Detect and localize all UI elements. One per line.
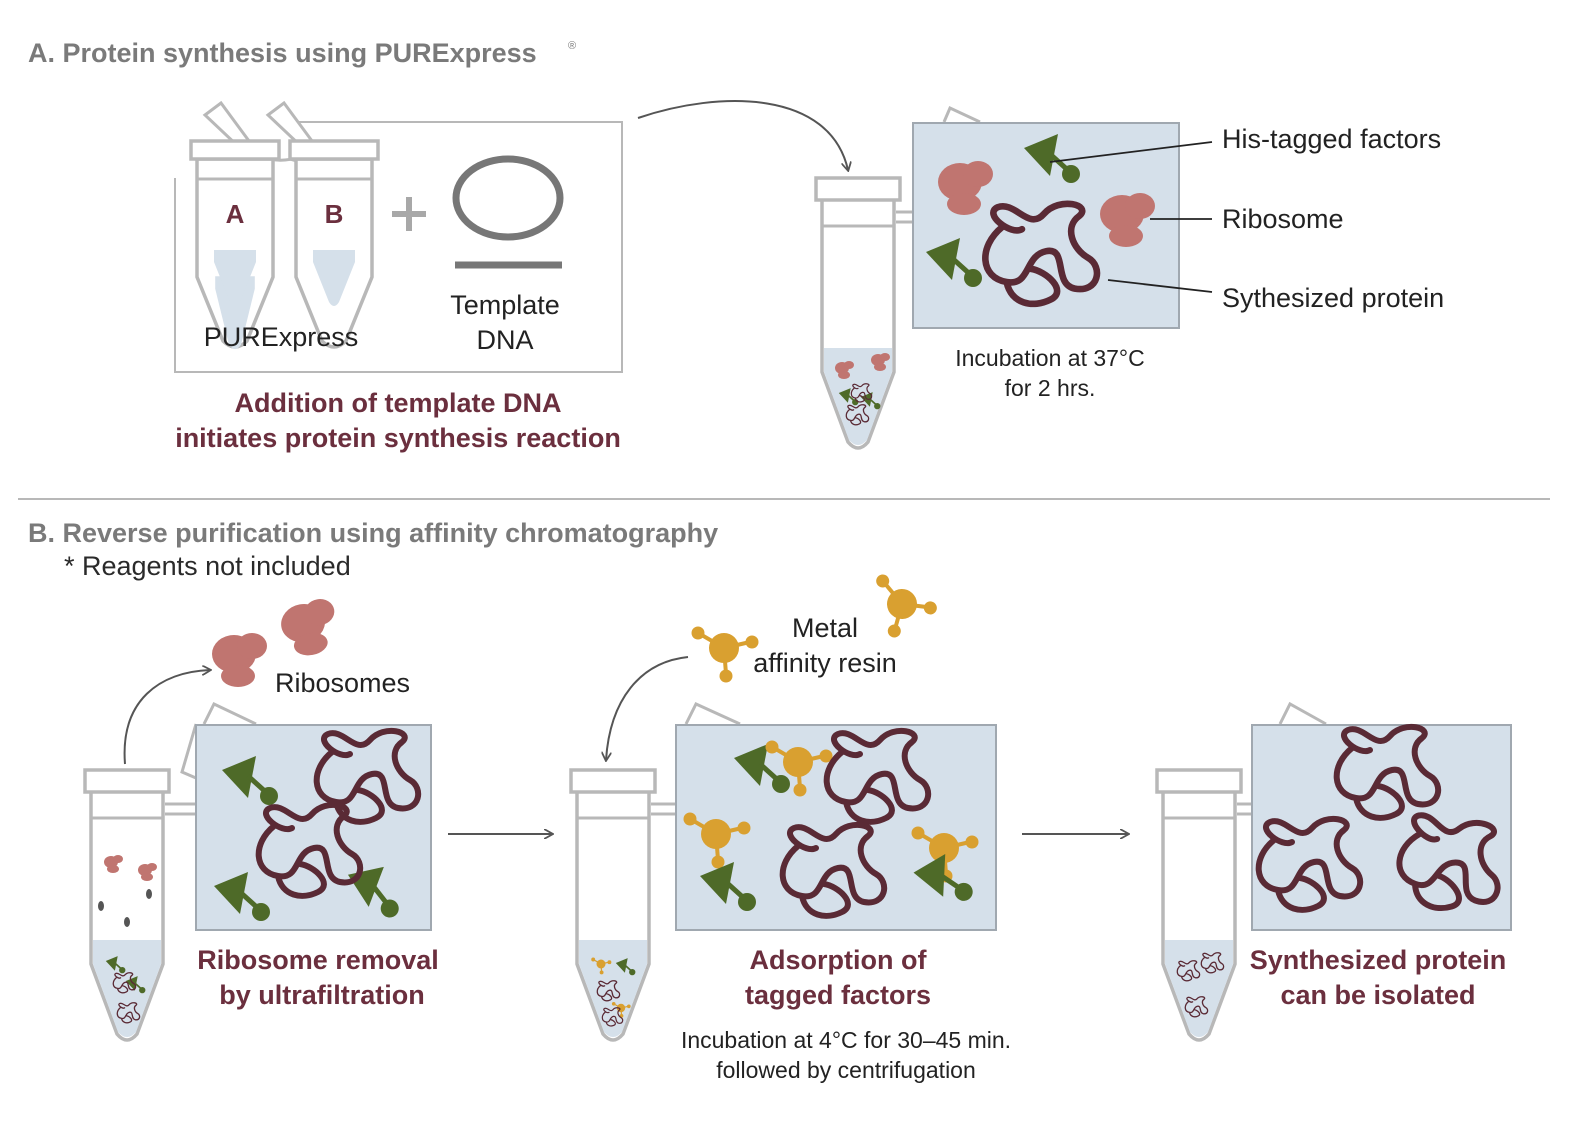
metal-resin-icon [857,570,944,651]
template-dna-label-line2: DNA [476,325,533,355]
callout-line-his [1049,141,1213,163]
callout-synthesized-protein: Sythesized protein [1222,283,1444,313]
reaction-arrow [637,100,848,170]
step3-caption-line1: Synthesized protein [1250,945,1507,975]
reagents-note: * Reagents not included [64,551,351,581]
ribosome-removal-arrow [123,670,210,765]
step2-incubation-line1: Incubation at 4°C for 30–45 min. [681,1027,1011,1053]
plasmid-dna-icon [452,155,564,241]
step2-incubation-line2: followed by centrifugation [716,1057,976,1083]
callout-ribosome: Ribosome [1222,204,1344,234]
ribosomes-label: Ribosomes [275,668,410,698]
section-a-title: A. Protein synthesis using PURExpress [28,38,537,68]
section-a-caption-line1: Addition of template DNA [235,388,562,418]
step1-tube-hinge [165,802,195,816]
resin-label-line2: affinity resin [753,648,897,678]
step1-tube [83,768,171,1042]
step3-tube [1155,768,1243,1042]
tube-a-letter: A [226,199,245,229]
step3-tube-hinge [1237,802,1252,816]
step2-tube [569,768,657,1042]
callout-line-protein [1107,279,1213,293]
reaction-tube [814,176,902,450]
callout-his-tagged-factors: His-tagged factors [1222,124,1441,154]
template-dna-label-line1: Template [450,290,560,320]
section-a-caption-line2: initiates protein synthesis reaction [175,423,621,453]
purexpress-label: PURExpress [204,322,359,352]
resin-addition-arrow [606,656,689,760]
step3-tube-cap-tab [1278,701,1327,726]
tube-b-liquid [313,250,355,306]
step3-caption-line2: can be isolated [1280,980,1475,1010]
step2-tube-cap-tab [684,702,741,726]
step2-tube-hinge [651,802,676,816]
ribosome-icon [212,633,267,687]
section-b-title: B. Reverse purification using affinity c… [28,518,718,548]
incubation-37-line2: for 2 hrs. [1005,375,1096,401]
step1-caption-line2: by ultrafiltration [219,980,425,1010]
trademark-symbol: ® [568,40,576,52]
step1-caption-line1: Ribosome removal [197,945,439,975]
tube-a-liquid [214,250,256,306]
incubation-37-line1: Incubation at 37°C [955,345,1145,371]
step2-caption-line2: tagged factors [745,980,931,1010]
tube-b [265,100,380,349]
reaction-tube-hinge [896,210,912,224]
step1-tube-cap-tab [180,702,257,780]
reaction-tube-cap-tab [942,105,981,124]
ribosome-icon [277,596,342,660]
step2-caption-line1: Adsorption of [750,945,928,975]
resin-label-line1: Metal [792,613,858,643]
metal-resin-icon [689,624,761,685]
tube-b-letter: B [325,199,344,229]
tube-a [189,100,300,350]
plus-icon [392,197,426,231]
purexpress-box-frame [174,121,623,373]
